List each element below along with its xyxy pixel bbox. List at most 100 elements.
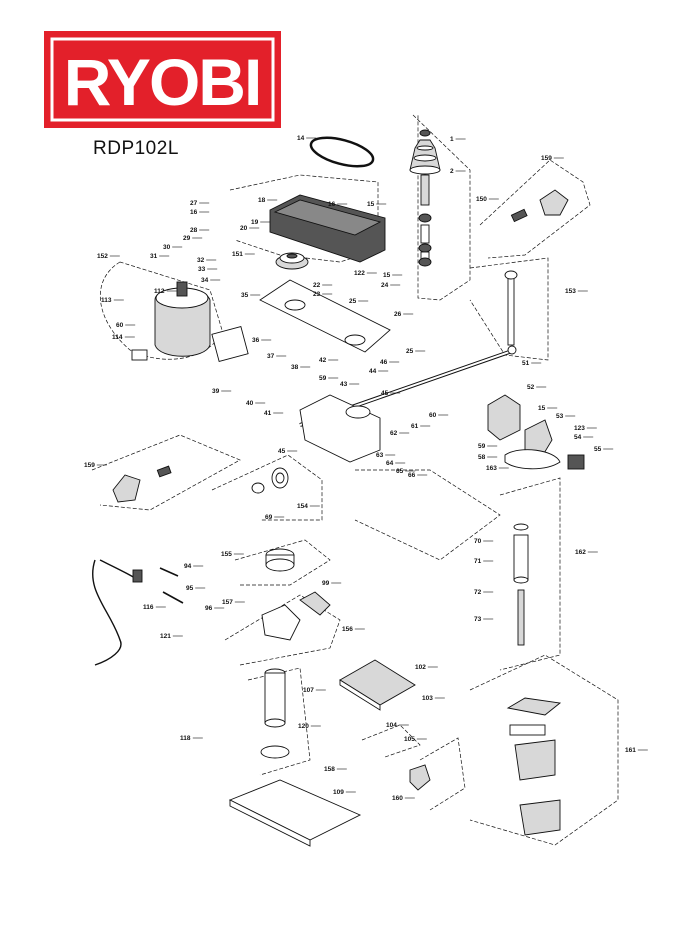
part-number-label: 156 xyxy=(342,626,353,633)
part-number-label: 154 xyxy=(297,503,308,510)
part-number-label: 155 xyxy=(221,551,232,558)
part-number-label: 105 xyxy=(404,736,415,743)
part-number-label: 33 xyxy=(198,266,206,273)
part-number-label: 24 xyxy=(381,282,389,289)
part-number-label: 118 xyxy=(180,735,191,742)
part-number-label: 121 xyxy=(160,633,171,640)
part-number-label: 64 xyxy=(386,460,394,467)
laser-module-left xyxy=(112,465,172,503)
group-outline-column xyxy=(354,469,501,561)
return-spring xyxy=(251,467,289,494)
part-number-label: 34 xyxy=(201,277,209,284)
chuck-guard xyxy=(506,697,562,836)
part-number-label: 15 xyxy=(367,201,375,208)
part-number-label: 43 xyxy=(340,381,348,388)
group-outline-159-left xyxy=(91,434,241,511)
part-number-label: 159 xyxy=(541,155,552,162)
part-number-label: 40 xyxy=(246,400,254,407)
group-outline-153 xyxy=(469,257,549,361)
part-number-label: 28 xyxy=(190,227,198,234)
part-number-label: 30 xyxy=(163,244,171,251)
part-number-label: 22 xyxy=(313,282,321,289)
part-number-label: 120 xyxy=(298,723,309,730)
part-number-label: 14 xyxy=(297,135,305,142)
part-number-label: 109 xyxy=(333,789,344,796)
group-outline-154 xyxy=(211,454,323,521)
group-outline-160 xyxy=(419,737,466,811)
part-number-label: 44 xyxy=(369,368,377,375)
head-base-plate xyxy=(259,279,391,353)
part-number-label: 55 xyxy=(594,446,602,453)
part-number-label: 94 xyxy=(184,563,192,570)
part-number-label: 72 xyxy=(474,589,482,596)
part-number-label: 160 xyxy=(392,795,403,802)
part-number-label: 35 xyxy=(241,292,249,299)
part-number-label: 69 xyxy=(265,514,273,521)
part-number-label: 152 xyxy=(97,253,108,260)
logo-text: RYOBI xyxy=(64,45,261,119)
drill-chuck xyxy=(409,764,431,791)
part-number-label: 59 xyxy=(478,443,486,450)
spindle-shaft xyxy=(418,174,432,267)
part-number-label: 104 xyxy=(386,722,397,729)
part-number-label: 60 xyxy=(429,412,437,419)
belt xyxy=(309,136,375,168)
switch-box xyxy=(487,394,585,470)
group-outline-104 xyxy=(361,724,421,758)
part-number-label: 1 xyxy=(450,136,454,143)
motor xyxy=(131,281,249,362)
column-collar xyxy=(265,548,295,572)
part-number-label: 58 xyxy=(478,454,486,461)
belt-guard-cover xyxy=(269,194,386,263)
part-number-label: 15 xyxy=(538,405,546,412)
part-number-label: 153 xyxy=(565,288,576,295)
part-number-label: 16 xyxy=(190,209,198,216)
model-number: RDP102L xyxy=(93,138,179,159)
part-number-label: 46 xyxy=(380,359,388,366)
part-number-label: 151 xyxy=(232,251,243,258)
laser-module-top xyxy=(510,189,569,223)
group-outline-162 xyxy=(499,477,561,671)
part-number-label: 99 xyxy=(322,580,330,587)
part-number-label: 95 xyxy=(186,585,194,592)
part-number-label: 65 xyxy=(396,468,404,475)
part-number-label: 157 xyxy=(222,599,233,606)
group-outline-156 xyxy=(224,594,341,666)
head-casting xyxy=(299,394,381,463)
base-plate xyxy=(228,779,362,847)
part-number-label: 158 xyxy=(324,766,335,773)
part-number-label: 45 xyxy=(381,390,389,397)
ryobi-logo: RYOBI xyxy=(44,31,281,128)
part-number-label: 103 xyxy=(422,695,433,702)
part-number-label: 61 xyxy=(411,423,419,430)
work-table xyxy=(339,659,416,711)
part-number-label: 71 xyxy=(474,558,482,565)
part-number-label: 59 xyxy=(319,375,327,382)
group-outline-161 xyxy=(469,654,619,846)
part-number-label: 45 xyxy=(278,448,286,455)
part-number-label: 70 xyxy=(474,538,482,545)
rack-bar xyxy=(504,270,518,346)
part-number-label: 113 xyxy=(101,297,112,304)
part-number-label: 26 xyxy=(394,311,402,318)
power-cord xyxy=(92,559,143,666)
part-number-label: 51 xyxy=(522,360,530,367)
group-outline-155 xyxy=(234,539,331,586)
part-number-label: 60 xyxy=(116,322,124,329)
part-number-label: 116 xyxy=(143,604,154,611)
part-number-label: 150 xyxy=(476,196,487,203)
part-number-label: 39 xyxy=(212,388,220,395)
part-number-label: 123 xyxy=(574,425,585,432)
part-number-label: 20 xyxy=(240,225,248,232)
spindle-pulley xyxy=(275,252,309,270)
part-number-label: 162 xyxy=(575,549,586,556)
part-number-label: 62 xyxy=(390,430,398,437)
pulley-cone xyxy=(409,129,441,175)
part-number-label: 2 xyxy=(450,168,454,175)
part-number-label: 27 xyxy=(190,200,198,207)
column-tube xyxy=(260,668,290,759)
part-number-label: 31 xyxy=(150,253,158,260)
part-number-label: 18 xyxy=(258,197,266,204)
